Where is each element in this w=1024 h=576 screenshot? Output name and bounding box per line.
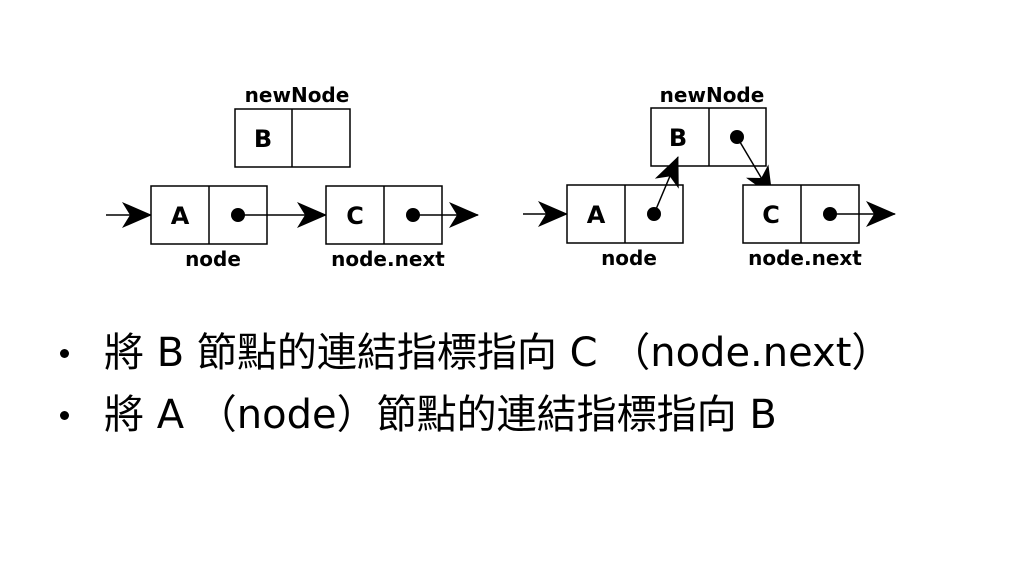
bullet-dot	[60, 411, 69, 420]
node-c-caption: node.next	[331, 247, 445, 271]
bullet-item: 將 B 節點的連結指標指向 C （node.next）	[60, 322, 891, 384]
bullet-dot	[60, 349, 69, 358]
linked-list-insertion-diagram: newNode B A node C node.next	[106, 83, 896, 271]
pointer-arrow-a-to-b	[653, 156, 679, 215]
new-node-box: B	[234, 108, 351, 168]
bullet-text: 將 A （node）節點的連結指標指向 B	[104, 392, 777, 438]
new-node-caption: newNode	[245, 83, 350, 107]
node-a-value: A	[587, 201, 606, 229]
node-c-value: C	[346, 202, 364, 230]
node-c-caption: node.next	[748, 246, 862, 270]
node-a-value: A	[171, 202, 190, 230]
node-a-caption: node	[185, 247, 241, 271]
node-a-caption: node	[601, 246, 657, 270]
bullet-list: 將 B 節點的連結指標指向 C （node.next） 將 A （node）節點…	[60, 322, 891, 446]
diagram-after: newNode B A node C node.next	[523, 83, 896, 270]
node-c-value: C	[762, 201, 780, 229]
diagram-before: newNode B A node C node.next	[106, 83, 479, 271]
new-node-caption: newNode	[660, 83, 765, 107]
new-node-value: B	[254, 125, 272, 153]
node-a-box: A	[566, 184, 684, 244]
bullet-item: 將 A （node）節點的連結指標指向 B	[60, 384, 891, 446]
bullet-text: 將 B 節點的連結指標指向 C （node.next）	[104, 330, 892, 376]
node-c-box: C	[325, 185, 443, 245]
new-node-value: B	[669, 124, 687, 152]
